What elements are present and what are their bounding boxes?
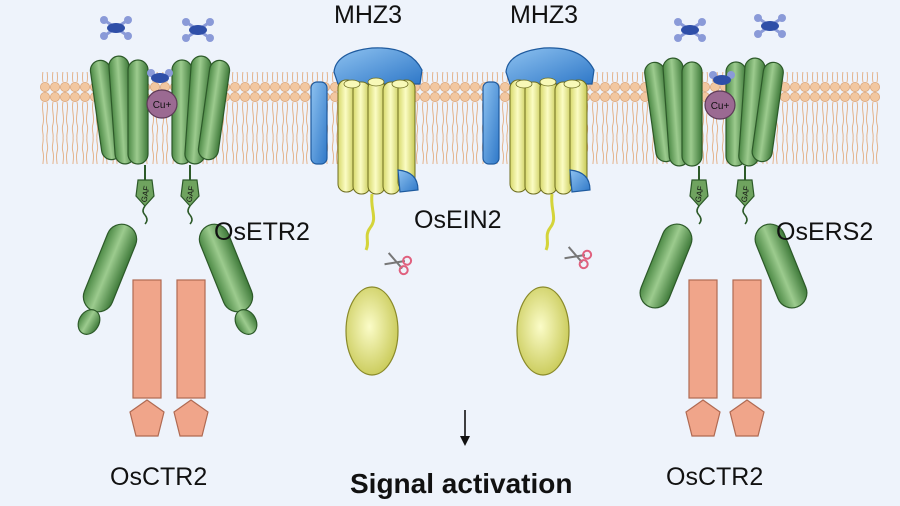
ethylene-molecule-icon <box>709 71 735 85</box>
gaf-domain <box>180 179 200 207</box>
ein2-helix-bundle <box>337 77 416 195</box>
ein2-helix-bundle <box>509 77 588 195</box>
ein2-c-terminus-right <box>516 286 570 376</box>
scissors-icon <box>384 252 413 276</box>
mhz3-osein2-complex-right <box>482 47 595 251</box>
ein2-tail <box>364 193 376 251</box>
down-arrow-icon <box>460 410 470 446</box>
osein2-label: OsEIN2 <box>414 206 502 234</box>
transmembrane-helices-left <box>89 55 231 165</box>
ethylene-molecule-icon <box>182 18 214 42</box>
scissors-icon <box>564 246 593 270</box>
osetr2-receptor: Cu+ GAF GAF <box>77 55 258 335</box>
kinase-domain <box>82 223 138 313</box>
osers2-label: OsERS2 <box>776 218 874 246</box>
osctr2-kinase-right <box>685 279 765 437</box>
copper-ion <box>704 90 736 120</box>
osctr2-label-right: OsCTR2 <box>666 463 764 491</box>
kinase-domain <box>754 223 808 309</box>
mhz3-label-left: MHZ3 <box>334 1 403 29</box>
ethylene-molecule-icon <box>754 14 786 38</box>
mhz3-label-right: MHZ3 <box>510 1 579 29</box>
transmembrane-helices-right <box>644 57 784 167</box>
osetr2-label: OsETR2 <box>214 218 310 246</box>
ethylene-molecule-icon <box>147 69 173 83</box>
osers2-receptor: Cu+ GAF GAF <box>639 57 808 309</box>
copper-label: Cu+ <box>153 100 172 111</box>
gaf-domain <box>735 179 755 207</box>
gaf-domain <box>135 179 155 207</box>
gaf-label: GAF <box>185 185 197 203</box>
ein2-tail <box>544 193 556 251</box>
mhz3-side-helix <box>482 81 500 165</box>
ethylene-molecule-icon <box>674 18 706 42</box>
gaf-label: GAF <box>740 185 752 203</box>
osctr2-kinase-left <box>129 279 209 437</box>
gaf-label: GAF <box>140 185 152 203</box>
osctr2-label-left: OsCTR2 <box>110 463 208 491</box>
mhz3-cap <box>505 47 595 85</box>
mhz3-side-helix <box>310 81 328 165</box>
mhz3-cap <box>333 47 423 85</box>
ein2-c-terminus-left <box>345 286 399 376</box>
kinase-domain <box>639 223 693 309</box>
mhz3-osein2-complex-left <box>310 47 423 251</box>
gaf-domain <box>689 179 709 207</box>
copper-label: Cu+ <box>711 101 730 112</box>
signal-activation-label: Signal activation <box>350 468 573 499</box>
gaf-label: GAF <box>694 185 706 203</box>
copper-ion <box>146 89 178 119</box>
ethylene-molecule-icon <box>100 16 132 40</box>
